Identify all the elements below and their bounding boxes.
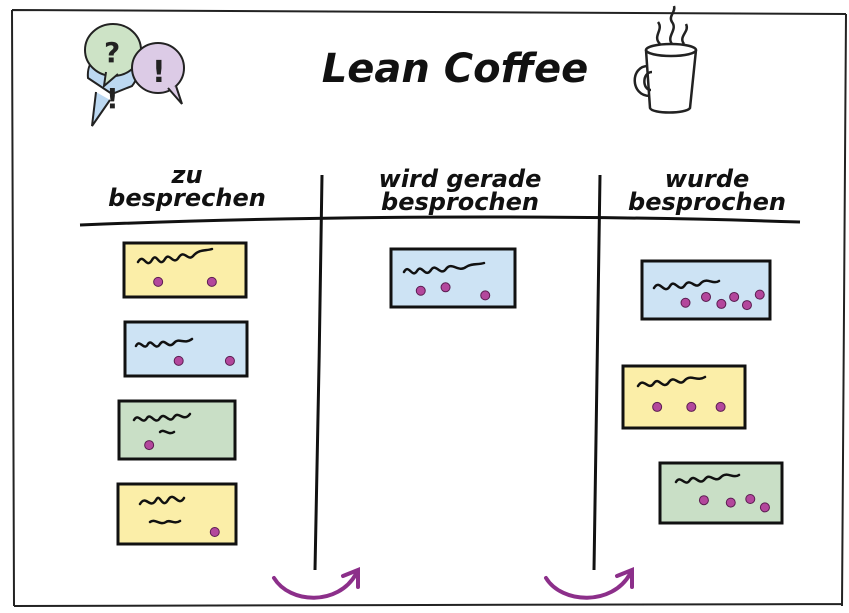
- handwritten-scribble: [674, 473, 741, 484]
- sticky-note-background: [658, 461, 784, 525]
- board-title: Lean Coffee: [322, 46, 588, 92]
- sticky-note-background: [389, 247, 517, 309]
- curved-arrow-icon: [272, 567, 360, 600]
- vote-dot: [729, 291, 740, 302]
- speech-bubbles-icon: ? ! !: [84, 23, 185, 127]
- handwritten-scribble: [652, 279, 721, 291]
- sticky-note-card: [116, 482, 238, 546]
- column-header-todo-line1: zu: [170, 161, 202, 189]
- column-header-todo-line2: besprechen: [108, 184, 266, 212]
- handwritten-scribble: [138, 495, 186, 525]
- board-frame: [11, 9, 847, 607]
- header-divider-line: [79, 215, 801, 227]
- vote-dot: [759, 502, 770, 513]
- sticky-note-background: [640, 259, 772, 321]
- vote-dot: [224, 355, 235, 366]
- vote-dot: [716, 298, 727, 309]
- vote-dot: [415, 285, 426, 296]
- vote-dot: [153, 276, 164, 287]
- sticky-note-background: [123, 320, 249, 378]
- cards-layer: [116, 241, 784, 546]
- handwritten-scribble: [132, 412, 192, 435]
- sticky-note-card: [122, 241, 248, 299]
- sticky-note-background: [117, 399, 237, 461]
- sticky-note-card: [658, 461, 784, 525]
- column-header-done-line1: wurde: [665, 165, 750, 193]
- vote-dot: [686, 401, 697, 412]
- handwritten-scribble: [134, 337, 194, 348]
- column-header-doing-line1: wird gerade: [379, 165, 542, 193]
- sticky-note-card: [389, 247, 517, 309]
- svg-text:?: ?: [104, 36, 120, 69]
- vote-dot: [725, 497, 736, 508]
- column-header-done-line2: besprochen: [628, 188, 786, 216]
- vote-dot: [680, 297, 691, 308]
- vote-dot: [652, 401, 663, 412]
- handwritten-scribble: [136, 247, 214, 265]
- vote-dot: [715, 401, 726, 412]
- vote-dot: [144, 440, 155, 451]
- sticky-note-card: [123, 320, 249, 378]
- vote-dot: [440, 282, 451, 293]
- column-header-doing-line2: besprochen: [381, 188, 539, 216]
- sticky-note-background: [621, 364, 747, 430]
- column-divider-left: [313, 174, 324, 571]
- handwritten-scribble: [402, 261, 486, 275]
- vote-dot: [173, 355, 184, 366]
- vote-dot: [698, 495, 709, 506]
- curved-arrow-icon: [544, 567, 634, 600]
- vote-dot: [754, 289, 765, 300]
- vote-dot: [209, 527, 220, 537]
- sticky-note-card: [117, 399, 237, 461]
- svg-text:!: !: [106, 82, 119, 115]
- handwritten-scribble: [636, 375, 707, 388]
- sticky-note-card: [621, 364, 747, 430]
- svg-text:!: !: [152, 55, 166, 90]
- vote-dot: [701, 291, 711, 302]
- vote-dot: [480, 290, 491, 301]
- vote-dot: [745, 494, 756, 504]
- sticky-note-background: [122, 241, 248, 299]
- vote-dot: [741, 300, 752, 311]
- vote-dot: [206, 276, 217, 287]
- sticky-note-card: [640, 259, 772, 321]
- coffee-mug-icon: [633, 5, 698, 114]
- column-divider-right: [592, 174, 602, 571]
